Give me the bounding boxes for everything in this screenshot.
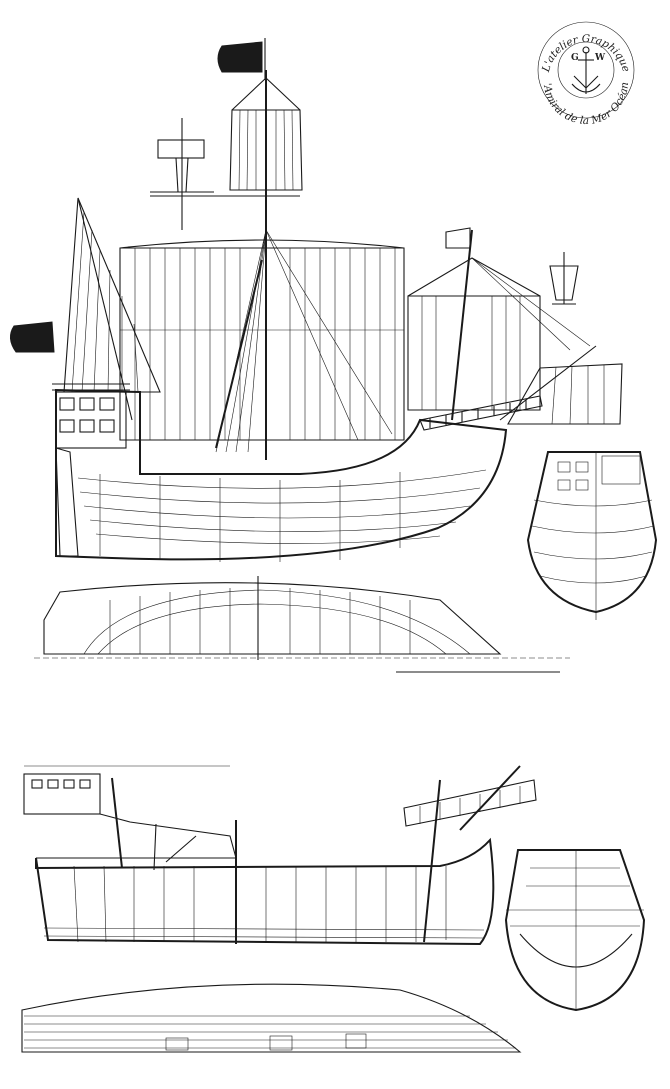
rudder bbox=[55, 447, 79, 557]
stern-castle bbox=[52, 383, 130, 449]
fore-sail bbox=[407, 227, 591, 411]
seal-initial-right: W bbox=[594, 53, 606, 63]
section-stern-castle bbox=[23, 773, 237, 859]
mizzen-lateen-sail bbox=[63, 197, 161, 393]
main-shrouds bbox=[215, 229, 393, 453]
seal-initial-left: G bbox=[571, 53, 579, 63]
fore-pennant bbox=[445, 227, 471, 249]
publisher-seal: L'atelier Graphique L'Amiral de la Mer O… bbox=[0, 0, 635, 127]
deck-plan-view bbox=[34, 576, 570, 673]
fore-castle-rail bbox=[419, 395, 543, 431]
side-elevation-drawing bbox=[10, 38, 658, 673]
main-course-sail bbox=[119, 195, 405, 441]
mizzen-top-platform bbox=[150, 118, 214, 230]
section-hull bbox=[35, 777, 495, 946]
spritsail bbox=[499, 345, 623, 425]
midship-cross-section bbox=[504, 849, 646, 1012]
hull-side bbox=[52, 383, 543, 562]
section-fore-mast bbox=[423, 779, 441, 943]
stern-flag bbox=[10, 321, 55, 353]
longitudinal-section-drawing bbox=[21, 765, 646, 1053]
section-mizzen-mast bbox=[111, 777, 123, 869]
bow-lantern-post bbox=[549, 252, 579, 305]
mizzen-mast bbox=[77, 197, 133, 421]
foremast bbox=[451, 229, 473, 421]
stern-section-view bbox=[526, 451, 658, 620]
anchor-icon bbox=[571, 46, 601, 94]
mainmast-flag bbox=[217, 38, 266, 80]
seal-bottom-text: L'Amiral de la Mer Océane bbox=[0, 0, 631, 127]
section-fore-castle bbox=[403, 765, 537, 831]
section-planking bbox=[21, 983, 522, 1053]
